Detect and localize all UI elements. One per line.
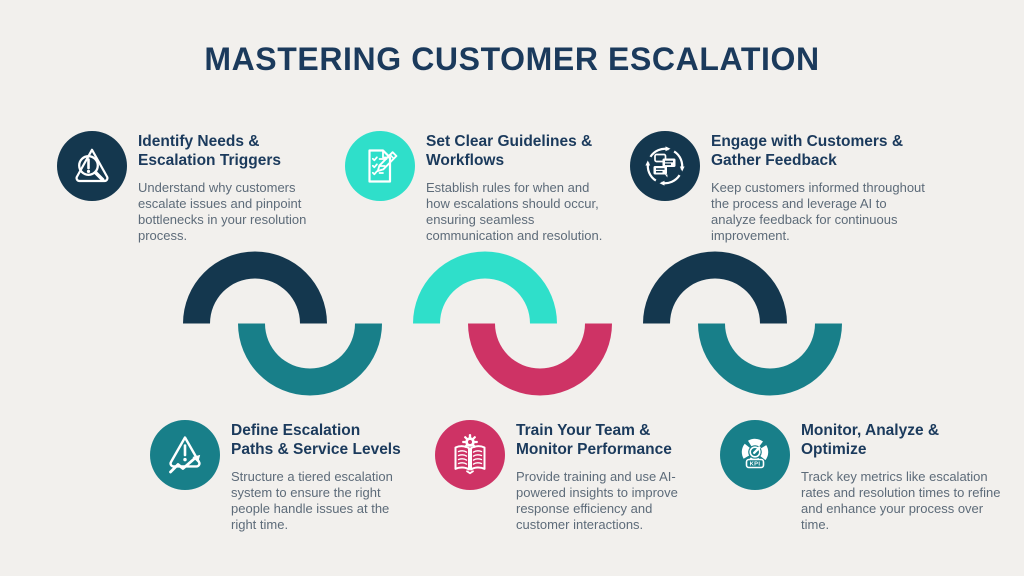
step-description: Understand why customers escalate issues… [138, 180, 307, 243]
step-title-line: Define Escalation [231, 422, 361, 439]
step-title: Set Clear Guidelines & Workflows [426, 132, 612, 170]
chain-link-top-arc [413, 251, 557, 324]
step-title-line: Monitor, Analyze & [801, 422, 940, 439]
page-title: MASTERING CUSTOMER ESCALATION [204, 41, 820, 77]
chain-links-graphic [183, 251, 842, 396]
step-icon-circle [630, 131, 700, 201]
step-icon-circle [345, 131, 415, 201]
step-card-monitor-optimize: KPI Monitor, Analyze & Optimize Track ke… [720, 420, 1006, 533]
step-title: Engage with Customers & Gather Feedback [711, 132, 925, 170]
step-title-line: Engage with Customers & [711, 133, 904, 150]
checklist-pencil-icon [368, 149, 398, 183]
step-icon-circle [435, 420, 505, 490]
step-description: Structure a tiered escalation system to … [231, 469, 393, 532]
step-title-line: Monitor Performance [516, 441, 672, 458]
step-title-line: Escalation Triggers [138, 152, 281, 169]
step-title-line: Optimize [801, 441, 867, 458]
step-title: Train Your Team & Monitor Performance [516, 421, 702, 459]
kpi-label: KPI [750, 462, 761, 468]
step-title: Define Escalation Paths & Service Levels [231, 421, 413, 459]
step-card-engage-feedback: Engage with Customers & Gather Feedback … [630, 131, 925, 244]
step-title-line: Workflows [426, 152, 505, 169]
step-description: Track key metrics like escalation rates … [801, 469, 1001, 532]
step-title-line: Paths & Service Levels [231, 441, 401, 458]
kpi-gauge-icon: KPI [741, 438, 769, 469]
step-title-line: Set Clear Guidelines & [426, 133, 593, 150]
step-card-identify-needs: Identify Needs & Escalation Triggers Und… [57, 131, 310, 244]
step-title-line: Gather Feedback [711, 152, 837, 169]
chain-link-top-arc [183, 251, 327, 324]
step-title: Monitor, Analyze & Optimize [801, 421, 1006, 459]
gear-glyph [462, 434, 478, 449]
step-title-line: Identify Needs & [138, 133, 260, 150]
magnifier-alert-icon [75, 148, 109, 183]
step-description: Keep customers informed throughout the p… [711, 180, 925, 243]
chain-link-bottom-arc [468, 323, 612, 396]
step-icon-circle [150, 420, 220, 490]
step-card-train-team: Train Your Team & Monitor Performance Pr… [435, 420, 702, 533]
step-card-guidelines: Set Clear Guidelines & Workflows Establi… [345, 131, 612, 244]
step-description: Provide training and use AI-powered insi… [516, 469, 678, 532]
chain-link-bottom-arc [238, 323, 382, 396]
step-description: Establish rules for when and how escalat… [426, 180, 603, 243]
chat-cycle-icon [645, 146, 685, 186]
step-icon-circle: KPI [720, 420, 790, 490]
warning-trend-icon [169, 436, 201, 474]
chain-link-top-arc [643, 251, 787, 324]
step-card-escalation-paths: Define Escalation Paths & Service Levels… [150, 420, 413, 533]
step-title-line: Train Your Team & [516, 422, 651, 439]
chain-link-bottom-arc [698, 323, 842, 396]
book-gear-icon [454, 434, 486, 475]
step-icon-circle [57, 131, 127, 201]
step-title: Identify Needs & Escalation Triggers [138, 132, 310, 170]
